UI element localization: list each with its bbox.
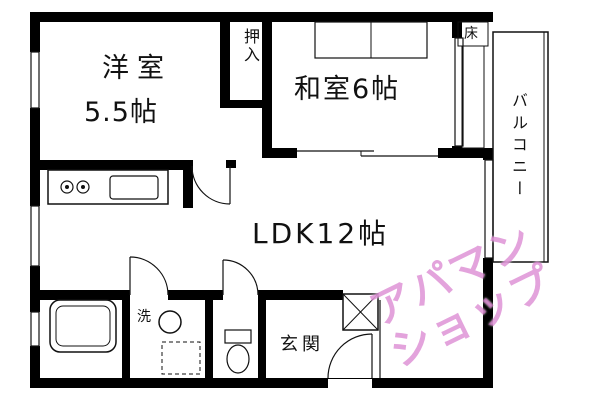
wall-toilet-entrance-divider xyxy=(258,290,266,378)
front-door-gap xyxy=(328,379,372,388)
wall-entrance-top xyxy=(258,290,343,300)
wall-jroom-left xyxy=(262,12,272,158)
wall-jroom-bottom-right xyxy=(438,148,493,158)
washer-pan xyxy=(161,341,201,375)
windows xyxy=(28,37,495,347)
wall-wash-toilet-divider xyxy=(205,290,213,378)
doors xyxy=(129,165,373,388)
wall-right-lower xyxy=(483,148,493,388)
shoe-box-diag-2 xyxy=(342,293,379,331)
window-jroom-balcony xyxy=(454,37,464,147)
wall-jroom-bottom-left xyxy=(262,148,297,158)
window-ldk-balcony xyxy=(484,159,494,259)
stove-burner-2-dot xyxy=(81,185,85,189)
washroom-door-arc xyxy=(129,256,169,296)
kitchen-sink xyxy=(109,175,159,200)
wall-left xyxy=(30,12,40,388)
washbasin xyxy=(158,310,182,334)
western-room-door-arc xyxy=(191,165,231,205)
toilet-tank xyxy=(224,329,252,344)
bathtub-outer xyxy=(49,299,117,353)
wall-ldk-bottom-b xyxy=(168,290,223,300)
wall-closet-bottom xyxy=(220,100,272,108)
wall-kitchen-stub xyxy=(183,160,193,208)
bathtub-inner xyxy=(55,305,111,347)
stove-burner-2 xyxy=(76,180,90,194)
window-ldk-left xyxy=(30,205,40,267)
toilet-door-arc xyxy=(222,259,259,296)
wall-door-nub xyxy=(226,160,236,168)
wall-closet-left xyxy=(220,12,230,104)
toilet-bowl xyxy=(226,344,250,374)
toko-strip xyxy=(461,45,485,149)
stove-burner-1 xyxy=(60,180,74,194)
window-western-room xyxy=(30,51,40,109)
window-bathroom xyxy=(30,311,40,347)
kitchen-counter xyxy=(47,169,169,205)
stove-burner-1-dot xyxy=(65,185,69,189)
wall-bottom xyxy=(30,378,493,388)
wall-westernroom-bottom xyxy=(30,160,183,170)
balcony-outline xyxy=(492,31,549,263)
walls xyxy=(30,12,493,388)
wall-top xyxy=(30,12,493,22)
wall-ldk-bottom-a xyxy=(30,290,130,300)
front-door-arc xyxy=(327,333,373,379)
fixtures xyxy=(47,21,549,378)
wall-bath-wash-divider xyxy=(122,290,130,378)
